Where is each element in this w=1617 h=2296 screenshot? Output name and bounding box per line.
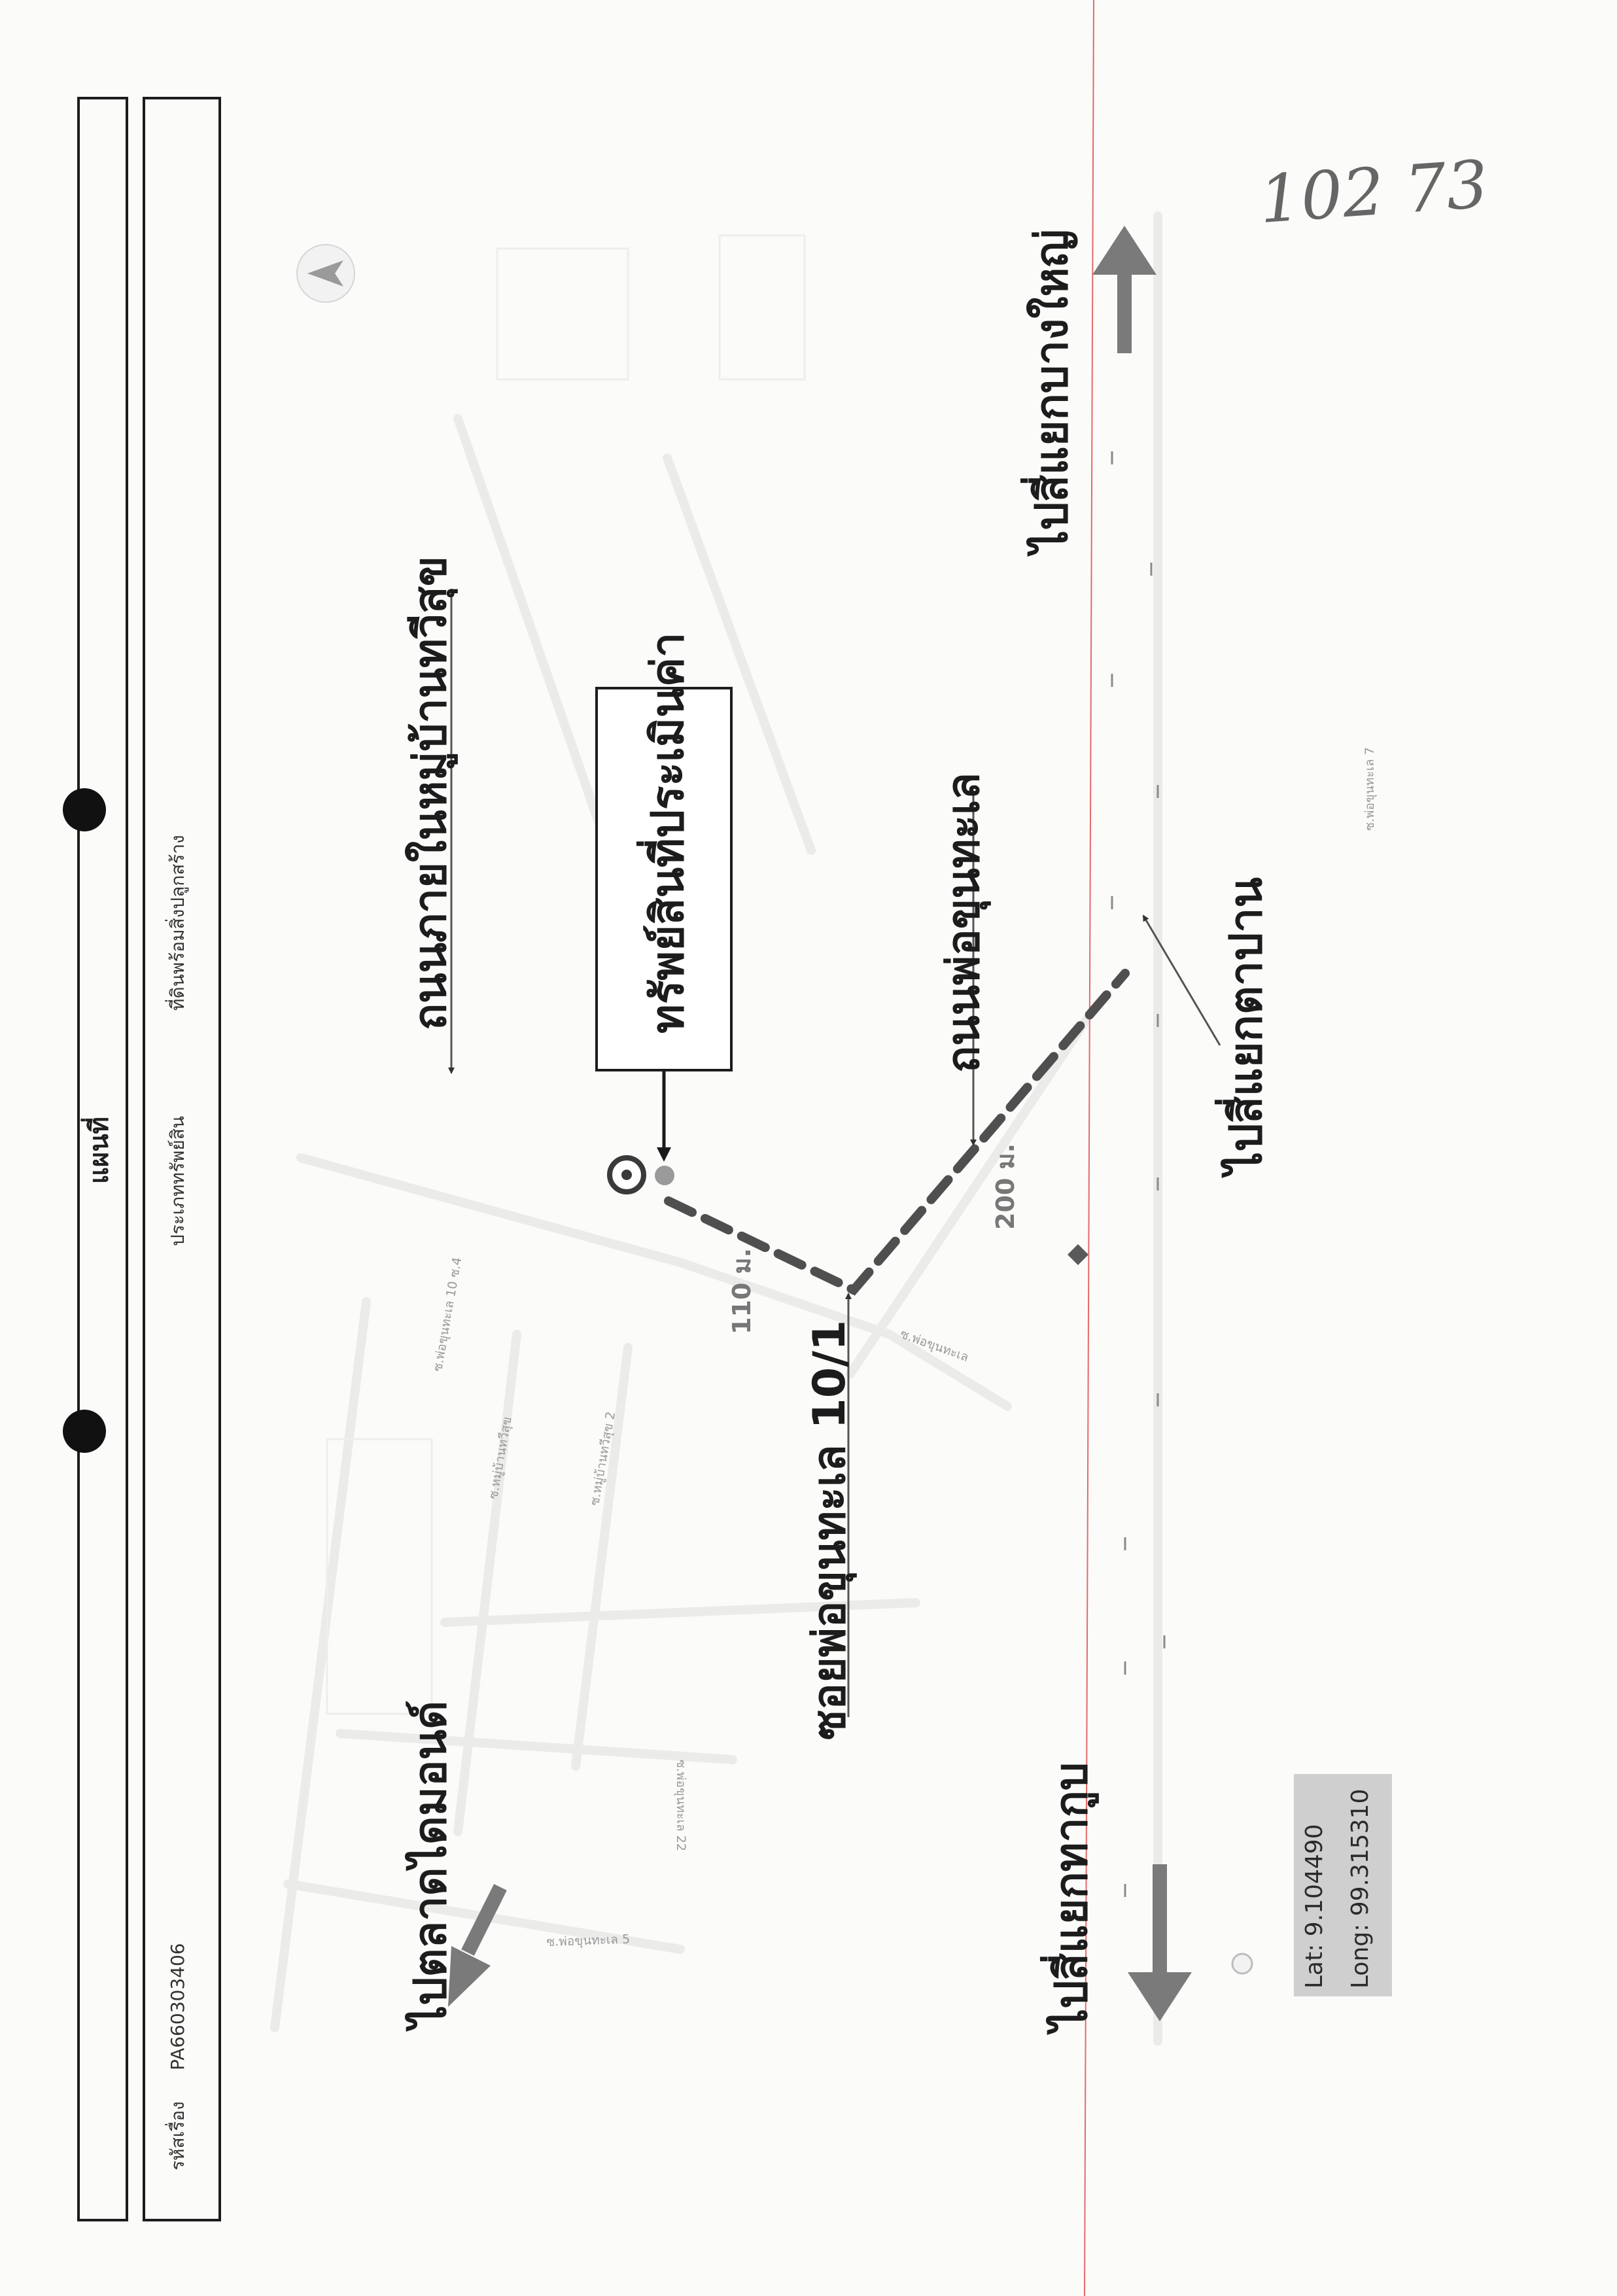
distance-label-200: 200 ม. xyxy=(991,1143,1020,1230)
street-label: ซ.พ่อขุนทะเล 7 xyxy=(1363,747,1377,831)
landmark-marker-icon xyxy=(1068,1244,1088,1265)
property-marker-icon xyxy=(607,1155,674,1194)
longitude-text: Long: 99.315310 xyxy=(1347,1788,1374,1989)
one-way-arrows xyxy=(1111,451,1166,1897)
margin-line xyxy=(1084,0,1094,2296)
arrow-up-icon xyxy=(1092,226,1156,353)
ta-pan-pointer xyxy=(1142,914,1221,1046)
title-frame xyxy=(77,97,128,2221)
info-frame xyxy=(143,97,221,2221)
latitude-text: Lat: 9.104490 xyxy=(1301,1824,1328,1989)
route-line xyxy=(664,969,1130,1296)
coordinates-box xyxy=(1294,1774,1392,1996)
to-bang-yai-label: ไปสี่แยกบางใหญ่ xyxy=(1026,229,1078,553)
street-label: ซ.พ่อขุนทะเล 5 xyxy=(546,1932,631,1949)
arrow-down-icon xyxy=(1128,1864,1192,2021)
arrow-down-left-icon xyxy=(448,1884,507,2007)
binder-hole xyxy=(63,788,106,831)
binder-hole xyxy=(63,1410,106,1453)
pho-khun-thale-road-label: ถนนพ่อขุนทะเล xyxy=(938,772,990,1073)
street-label: ซ.พ่อขุนทะเล 22 xyxy=(674,1760,688,1851)
base-map-blocks xyxy=(326,234,806,1715)
village-road-label: ถนนภายในหมู่บ้านทวีสุข xyxy=(405,555,457,1030)
to-tha-kup-label: ไปสี่แยกทากูบ xyxy=(1046,1762,1098,2031)
handwritten-number: 102 73 xyxy=(1257,145,1491,239)
to-ta-pan-label: ไปสี่แยกตาปาน xyxy=(1221,877,1272,1174)
base-map-roads xyxy=(270,211,1162,2045)
to-diamond-market-label: ไปตลาดไดมอนด์ xyxy=(405,1700,457,2028)
compass-icon xyxy=(296,244,355,303)
subject-property-label: ทรัพย์สินที่ประเมินค่า xyxy=(642,632,694,1034)
location-dot-icon xyxy=(1231,1953,1253,1975)
soi-pho-khun-thale-label: ซอยพ่อขุนทะเล 10/1 xyxy=(804,1319,856,1740)
subject-property-box xyxy=(595,687,733,1071)
distance-label-110: 110 ม. xyxy=(727,1247,756,1334)
